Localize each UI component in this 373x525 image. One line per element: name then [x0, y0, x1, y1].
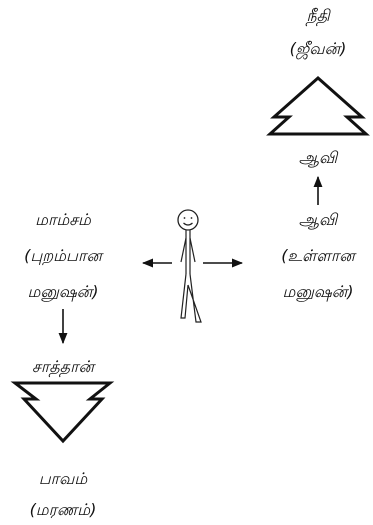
stick-figure-legs [180, 273, 202, 323]
stick-figure-right-eye [190, 217, 193, 219]
label-bottom-title: பாவம் [39, 469, 89, 488]
label-right-title: ஆவி [299, 210, 339, 230]
label-right-line3: மனுஷன்) [282, 282, 353, 302]
upward-tree-arrow-icon [266, 75, 370, 136]
label-top-subtitle: (ஜீவன்) [290, 39, 347, 60]
label-right-line2: (உள்ளான [281, 246, 357, 265]
stick-figure-torso [185, 230, 191, 274]
stick-figure-arms [180, 237, 196, 263]
label-left-line3: மனுஷன்) [27, 282, 98, 302]
stick-figure-icon [177, 209, 202, 323]
stick-figure-head [177, 209, 199, 231]
label-left-title: மாம்சம் [35, 210, 92, 229]
label-top-title: நீதி [305, 6, 331, 27]
downward-tree-arrow-icon [10, 381, 115, 444]
label-satan: சாத்தான் [32, 357, 96, 378]
stick-figure-left-eye [183, 217, 186, 219]
label-bottom-subtitle: (மரணம்) [30, 500, 97, 519]
stick-figure-smile [183, 222, 193, 226]
label-left-line2: (புறம்பான [24, 246, 104, 266]
label-spirit-upper: ஆவி [299, 148, 339, 168]
